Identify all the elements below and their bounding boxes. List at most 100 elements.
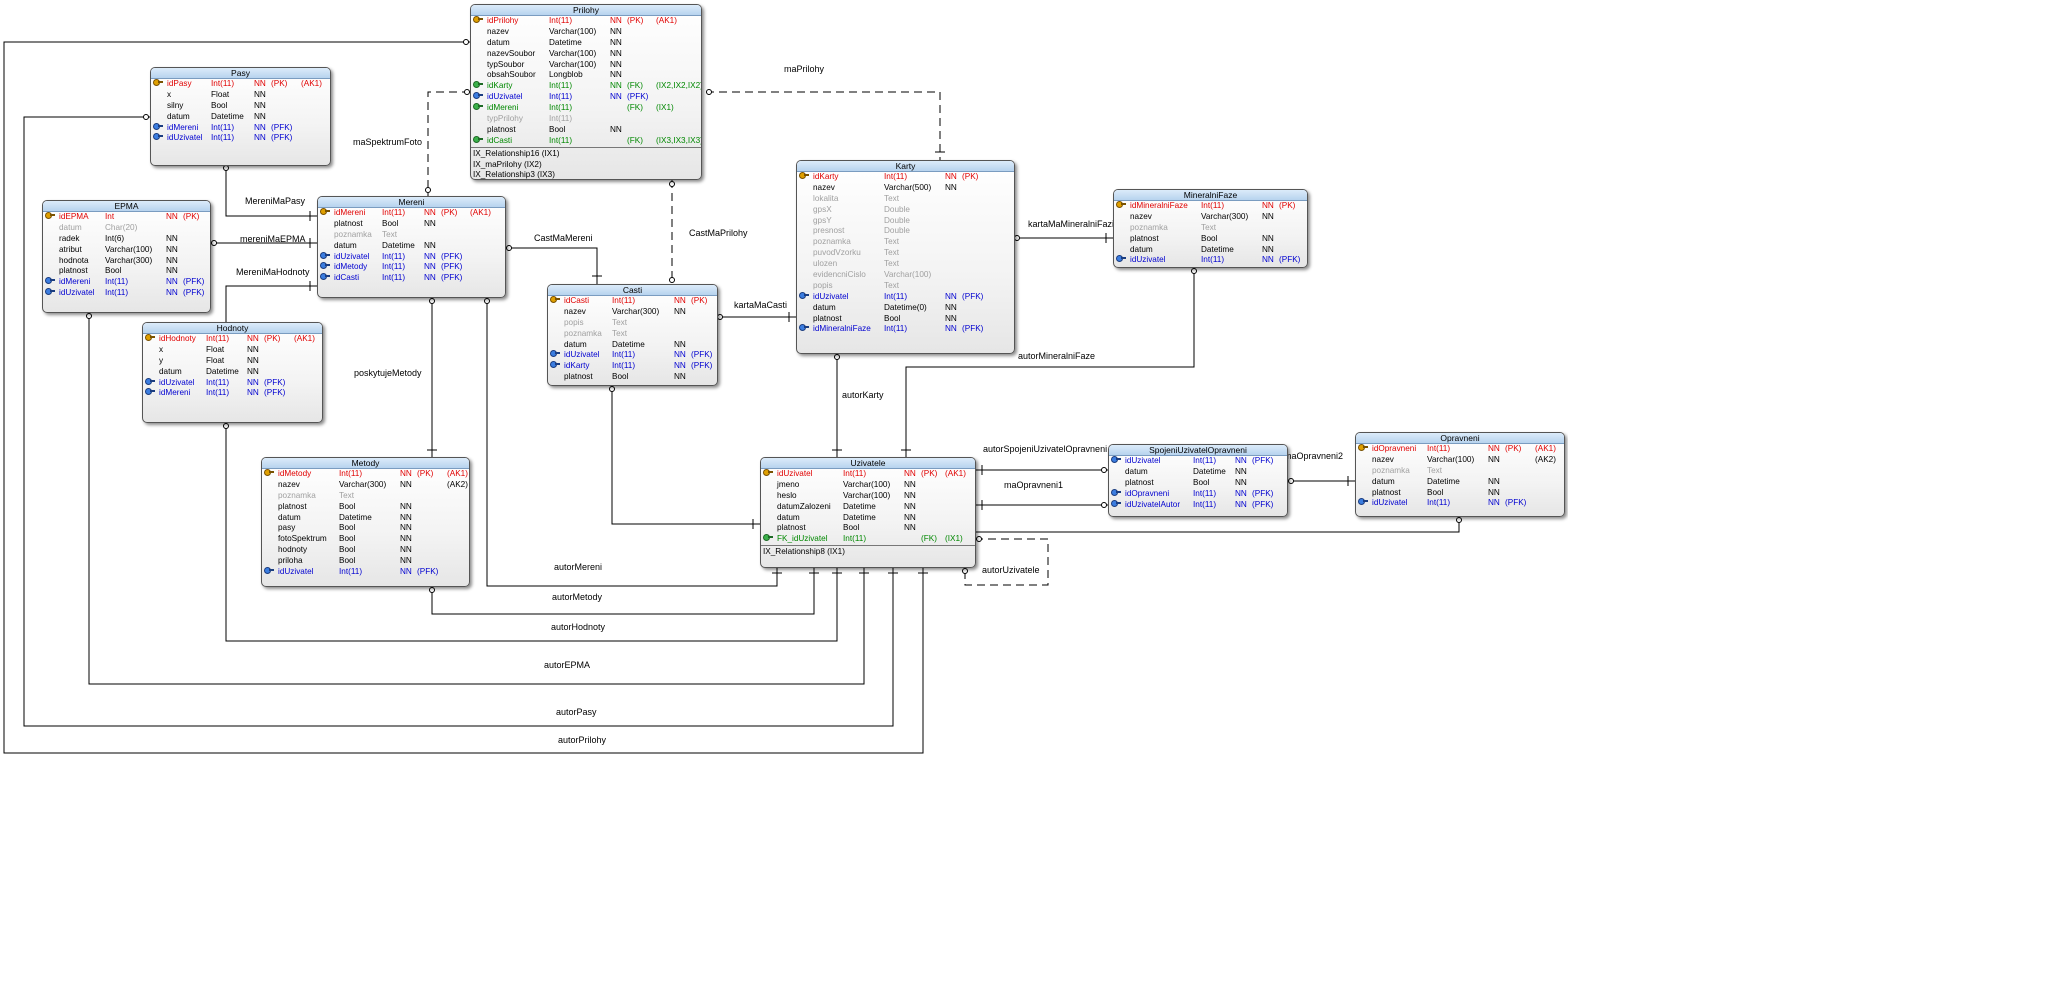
column-row[interactable]: hesloVarchar(100)NN [761,491,975,502]
column-row[interactable]: platnostBoolNN [1109,478,1287,489]
column-row[interactable]: platnostBoolNN [318,219,505,230]
column-row[interactable]: nazevVarchar(300)NN [1114,212,1307,223]
column-row[interactable]: idMetodyInt(11)NN(PK)(AK1) [262,469,469,480]
column-row[interactable]: idEPMAIntNN(PK) [43,212,210,223]
column-row[interactable]: jmenoVarchar(100)NN [761,480,975,491]
column-row[interactable]: datumDatetimeNN [151,112,330,123]
column-row[interactable]: typSouborVarchar(100)NN [471,60,701,71]
column-row[interactable]: idUzivatelAutorInt(11)NN(PFK) [1109,499,1287,511]
column-row[interactable]: xFloatNN [151,90,330,101]
column-row[interactable]: idUzivatelInt(11)NN(PK)(AK1) [761,469,975,480]
column-row[interactable]: idMineralniFazeInt(11)NN(PFK) [797,324,1014,335]
column-row[interactable]: idMereniInt(11)(FK)(IX1) [471,103,701,114]
entity-spojeni[interactable]: SpojeniUzivatelOpravneniidUzivatelInt(11… [1108,444,1288,517]
column-row[interactable]: idKartyInt(11)NN(FK)(IX2,IX2,IX2) [471,81,701,92]
column-row[interactable]: idMineralniFazeInt(11)NN(PK) [1114,201,1307,212]
column-row[interactable]: idMereniInt(11)NN(PFK) [43,277,210,288]
column-row[interactable]: datumDatetime(0)NN [797,303,1014,314]
column-row[interactable]: idUzivatelInt(11)NN(PFK) [43,288,210,299]
entity-metody[interactable]: MetodyidMetodyInt(11)NN(PK)(AK1)nazevVar… [261,457,470,587]
column-row[interactable]: ulozenText [797,259,1014,270]
column-row[interactable]: poznamkaText [1114,223,1307,234]
column-row[interactable]: idOpravneniInt(11)NN(PFK) [1109,488,1287,500]
column-row[interactable]: nazevVarchar(500)NN [797,183,1014,194]
column-row[interactable]: gpsYDouble [797,216,1014,227]
column-row[interactable]: idKartyInt(11)NN(PFK) [548,361,717,372]
column-row[interactable]: popisText [548,318,717,329]
column-row[interactable]: presnostDouble [797,226,1014,237]
column-row[interactable]: idMetodyInt(11)NN(PFK) [318,262,505,273]
column-row[interactable]: nazevVarchar(300)NN(AK2) [262,480,469,491]
column-row[interactable]: idPasyInt(11)NN(PK)(AK1) [151,79,330,90]
column-row[interactable]: poznamkaText [797,237,1014,248]
column-row[interactable]: idMereniInt(11)NN(PFK) [143,388,322,399]
column-row[interactable]: FK_idUzivatelInt(11)(FK)(IX1) [761,534,975,545]
column-row[interactable]: datumDatetimeNN [471,38,701,49]
column-row[interactable]: idUzivatelInt(11)NN(PFK) [797,291,1014,303]
entity-uzivatele[interactable]: UzivateleidUzivatelInt(11)NN(PK)(AK1)jme… [760,457,976,568]
column-row[interactable]: idUzivatelInt(11)NN(PFK) [1356,498,1564,509]
entity-epma[interactable]: EPMAidEPMAIntNN(PK)datumChar(20)radekInt… [42,200,211,313]
column-row[interactable]: puvodVzorkuText [797,248,1014,259]
column-row[interactable]: nazevVarchar(100)NN [471,27,701,38]
column-row[interactable]: hodnotyBoolNN [262,545,469,556]
column-row[interactable]: datumDatetimeNN [1356,477,1564,488]
column-row[interactable]: platnostBoolNN [262,502,469,513]
column-row[interactable]: datumDatetimeNN [1114,245,1307,256]
column-row[interactable]: datumDatetimeNN [761,513,975,524]
column-row[interactable]: popisText [797,281,1014,292]
column-row[interactable]: idUzivatelInt(11)NN(PFK) [318,251,505,263]
column-row[interactable]: silnyBoolNN [151,101,330,112]
column-row[interactable]: platnostBoolNN [1114,234,1307,245]
column-row[interactable]: datumDatetimeNN [262,513,469,524]
column-row[interactable]: idCastiInt(11)NN(PFK) [318,273,505,284]
column-row[interactable]: datumDatetimeNN [143,367,322,378]
column-row[interactable]: poznamkaText [1356,466,1564,477]
column-row[interactable]: datumDatetimeNN [548,340,717,351]
column-row[interactable]: gpsXDouble [797,205,1014,216]
entity-casti[interactable]: CastiidCastiInt(11)NN(PK)nazevVarchar(30… [547,284,718,386]
column-row[interactable]: datumDatetimeNN [1109,467,1287,478]
column-row[interactable]: platnostBoolNN [548,372,717,383]
column-row[interactable]: radekInt(6)NN [43,234,210,245]
column-row[interactable]: idUzivatelInt(11)NN(PFK) [1109,456,1287,467]
column-row[interactable]: lokalitaText [797,194,1014,205]
column-row[interactable]: platnostBoolNN [43,266,210,277]
column-row[interactable]: datumDatetimeNN [318,241,505,252]
entity-mineralnifaze[interactable]: MineralniFazeidMineralniFazeInt(11)NN(PK… [1113,189,1308,268]
column-row[interactable]: datumChar(20) [43,223,210,234]
column-row[interactable]: poznamkaText [548,329,717,340]
column-row[interactable]: nazevVarchar(300)NN [548,307,717,318]
column-row[interactable]: evidencniCisloVarchar(100) [797,270,1014,281]
column-row[interactable]: idCastiInt(11)NN(PK) [548,296,717,307]
entity-hodnoty[interactable]: HodnotyidHodnotyInt(11)NN(PK)(AK1)xFloat… [142,322,323,423]
column-row[interactable]: idKartyInt(11)NN(PK) [797,172,1014,183]
column-row[interactable]: idOpravneniInt(11)NN(PK)(AK1) [1356,444,1564,455]
column-row[interactable]: hodnotaVarchar(300)NN [43,256,210,267]
column-row[interactable]: idCastiInt(11)(FK)(IX3,IX3,IX3) [471,135,701,147]
column-row[interactable]: platnostBoolNN [471,125,701,136]
column-row[interactable]: pasyBoolNN [262,523,469,534]
entity-prilohy[interactable]: PrilohyidPrilohyInt(11)NN(PK)(AK1)nazevV… [470,4,702,180]
column-row[interactable]: idMereniInt(11)NN(PFK) [151,122,330,134]
column-row[interactable]: idUzivatelInt(11)NN(PFK) [143,377,322,389]
column-row[interactable]: idUzivatelInt(11)NN(PFK) [262,567,469,578]
column-row[interactable]: idUzivatelInt(11)NN(PFK) [1114,255,1307,266]
column-row[interactable]: idUzivatelInt(11)NN(PFK) [471,92,701,103]
column-row[interactable]: idPrilohyInt(11)NN(PK)(AK1) [471,16,701,27]
column-row[interactable]: idHodnotyInt(11)NN(PK)(AK1) [143,334,322,345]
entity-opravneni[interactable]: OpravneniidOpravneniInt(11)NN(PK)(AK1)na… [1355,432,1565,517]
entity-mereni[interactable]: MereniidMereniInt(11)NN(PK)(AK1)platnost… [317,196,506,298]
column-row[interactable]: yFloatNN [143,356,322,367]
entity-karty[interactable]: KartyidKartyInt(11)NN(PK)nazevVarchar(50… [796,160,1015,354]
column-row[interactable]: xFloatNN [143,345,322,356]
column-row[interactable]: platnostBoolNN [761,523,975,534]
column-row[interactable]: fotoSpektrumBoolNN [262,534,469,545]
column-row[interactable]: obsahSouborLongblobNN [471,70,701,81]
column-row[interactable]: typPrilohyInt(11) [471,114,701,125]
column-row[interactable]: prilohaBoolNN [262,556,469,567]
column-row[interactable]: idUzivatelInt(11)NN(PFK) [151,133,330,144]
column-row[interactable]: poznamkaText [318,230,505,241]
entity-pasy[interactable]: PasyidPasyInt(11)NN(PK)(AK1)xFloatNNsiln… [150,67,331,166]
column-row[interactable]: poznamkaText [262,491,469,502]
